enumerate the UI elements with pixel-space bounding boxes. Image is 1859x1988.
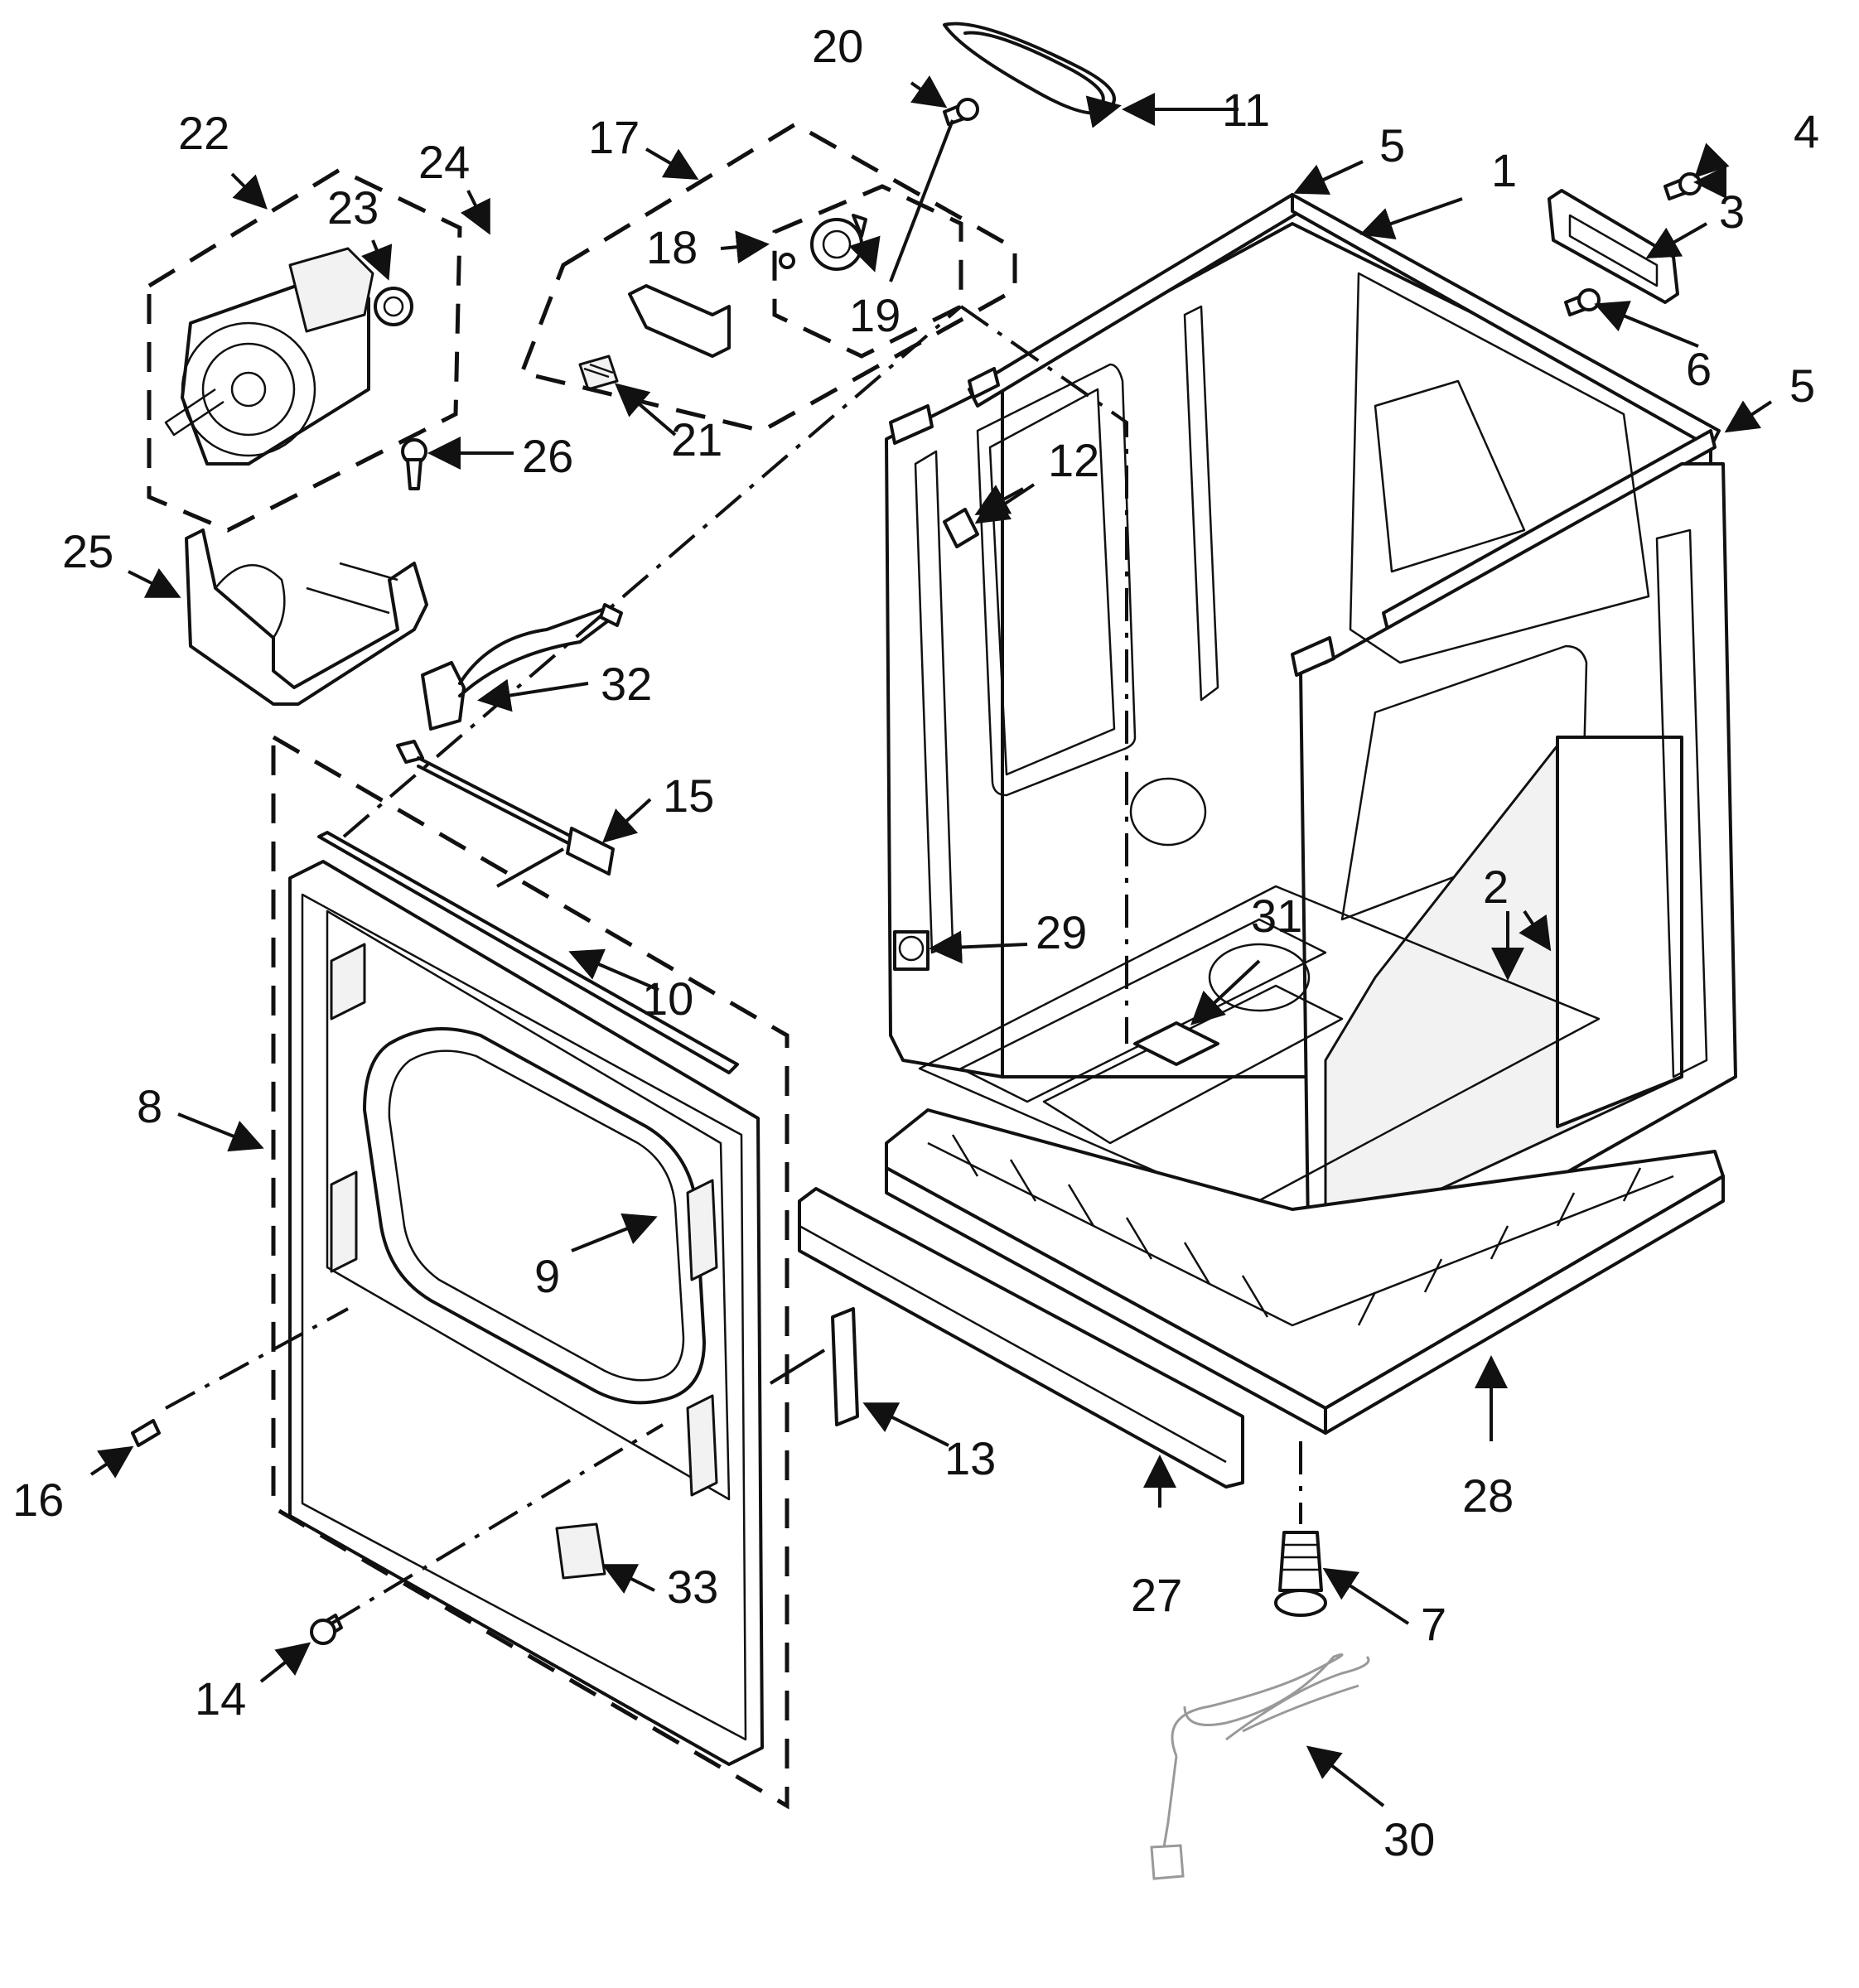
callout-32: 32: [601, 658, 652, 710]
callout-22: 22: [178, 107, 229, 159]
callout-3: 3: [1719, 186, 1745, 238]
drive-motor-part: [164, 247, 413, 466]
callout-24: 24: [418, 136, 470, 188]
callout-21: 21: [671, 413, 722, 466]
callout-19: 19: [849, 289, 901, 341]
front-panel-part: [288, 831, 764, 1766]
power-cord-part: [1150, 1653, 1370, 1880]
callout-31: 31: [1251, 890, 1302, 942]
callout-16: 16: [12, 1474, 64, 1526]
callout-6: 6: [1686, 343, 1712, 395]
callout-7: 7: [1421, 1598, 1446, 1650]
callout-18: 18: [646, 221, 698, 273]
callout-30: 30: [1383, 1813, 1435, 1865]
screws-part: [131, 98, 1702, 1645]
callout-labels: 1 2 3 4 5 5 6 7 8 9 10 11 12 13 14 15 16…: [12, 20, 1819, 1865]
callout-5-right: 5: [1789, 359, 1815, 412]
callout-25: 25: [62, 525, 113, 577]
callout-23: 23: [327, 181, 379, 234]
callout-17: 17: [588, 111, 640, 163]
leader-arrows: [89, 75, 1773, 1807]
callout-4: 4: [1794, 105, 1819, 157]
callout-8: 8: [137, 1080, 162, 1132]
callout-9: 9: [534, 1250, 560, 1302]
callout-28: 28: [1462, 1469, 1514, 1522]
callout-14: 14: [195, 1672, 246, 1725]
callout-29: 29: [1036, 906, 1087, 958]
idler-assembly-part: [578, 214, 867, 391]
callout-1: 1: [1491, 144, 1517, 196]
callout-5-top: 5: [1379, 119, 1405, 171]
alignment-lines: [165, 119, 1302, 1625]
motor-mount-part: [185, 528, 428, 706]
toe-kick-part: [798, 1187, 1244, 1489]
callout-12: 12: [1048, 434, 1099, 486]
grouping-outlines: [147, 122, 1017, 1810]
callout-13: 13: [944, 1432, 996, 1484]
base-part: [885, 1108, 1725, 1435]
callout-10: 10: [642, 972, 693, 1025]
callout-26: 26: [522, 430, 573, 482]
callout-27: 27: [1131, 1569, 1182, 1621]
callout-2: 2: [1483, 861, 1509, 913]
callout-11: 11: [1222, 84, 1270, 136]
callout-20: 20: [812, 20, 863, 72]
callout-15: 15: [663, 770, 714, 822]
callout-33: 33: [667, 1561, 718, 1613]
cabinet-part: [885, 193, 1737, 1310]
